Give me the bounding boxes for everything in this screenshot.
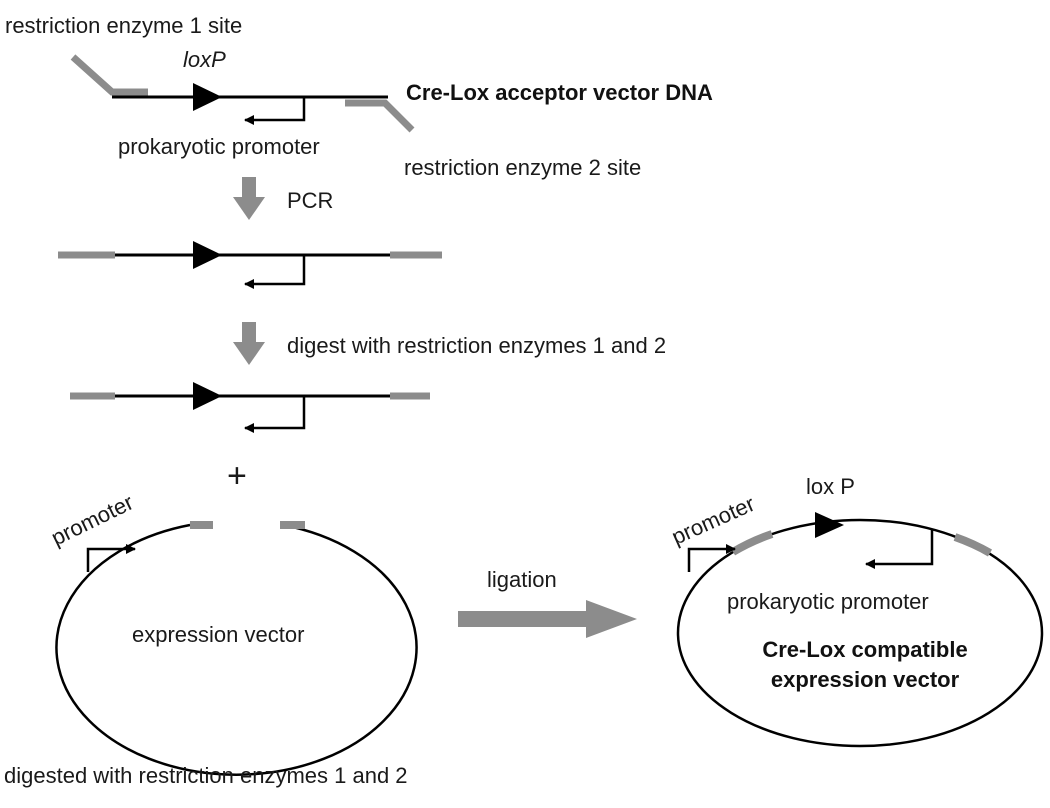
promoter-right-label: promoter: [668, 491, 759, 550]
promoter-arrow-icon: [687, 544, 736, 572]
result-label-line2: expression vector: [771, 667, 960, 692]
prokaryotic-promoter-arrow-icon: [244, 97, 306, 125]
restriction-site-2-primer: [345, 99, 415, 133]
loxp-right-label: lox P: [806, 474, 855, 499]
prokaryotic-promoter-arrow-icon: [244, 396, 306, 433]
ligation-step-label: ligation: [487, 567, 557, 592]
result-label-line1: Cre-Lox compatible: [762, 637, 967, 662]
loxp-site-icon: [193, 241, 222, 269]
prokaryotic-promoter-arrow-icon: [244, 255, 306, 289]
pcr-product-dna: [58, 241, 442, 289]
ligation-arrow-icon: [458, 600, 637, 638]
pcr-step-label: PCR: [287, 188, 333, 213]
plus-sign: +: [227, 457, 247, 495]
loxp-site-icon: [815, 512, 844, 538]
expression-vector-backbone: [55, 523, 418, 776]
expression-vector-label: expression vector: [132, 622, 304, 647]
digest-step-arrow-icon: [233, 322, 265, 365]
result-plasmid-backbone: [676, 518, 1044, 748]
prokaryotic-promoter-arrow-icon: [865, 529, 934, 569]
prokaryotic-promoter-top-label: prokaryotic promoter: [118, 134, 320, 159]
restriction-site-2-label: restriction enzyme 2 site: [404, 155, 641, 180]
loxp-site-icon: [193, 382, 222, 410]
restriction-site-1-primer: [70, 54, 148, 96]
promoter-left-label: promoter: [47, 489, 137, 550]
digest-step-label: digest with restriction enzymes 1 and 2: [287, 333, 666, 358]
pcr-step-arrow-icon: [233, 177, 265, 220]
promoter-arrow-icon: [86, 544, 136, 572]
restriction-site-1-label: restriction enzyme 1 site: [5, 13, 242, 38]
acceptor-vector-label: Cre-Lox acceptor vector DNA: [406, 80, 713, 105]
result-left-end: [730, 530, 774, 556]
acceptor-vector-dna: [70, 54, 415, 133]
expression-vector-plasmid: [55, 521, 418, 776]
loxp-top-label: loxP: [183, 47, 226, 72]
result-plasmid: [676, 512, 1044, 748]
prokaryotic-promoter-right-label: prokaryotic promoter: [727, 589, 929, 614]
loxp-site-icon: [193, 83, 222, 111]
bottom-caption: digested with restriction enzymes 1 and …: [4, 763, 408, 788]
result-right-end: [953, 533, 993, 557]
digested-fragment-dna: [70, 382, 430, 433]
